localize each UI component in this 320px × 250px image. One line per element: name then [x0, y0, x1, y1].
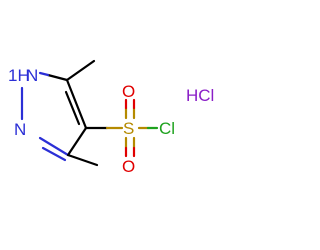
atom-n2: N: [14, 120, 26, 139]
bond-n1-c5-colored: [38, 71, 50, 77]
bond-c5-methyl: [65, 59, 96, 82]
molecule-structure: 1H N N S O O Cl HCl: [8, 59, 214, 176]
bond-c4-c3: [66, 126, 88, 157]
bond-c3-methyl: [66, 153, 99, 167]
atom-cl: Cl: [159, 119, 175, 138]
atom-n1: N: [26, 66, 38, 85]
atom-s: S: [123, 119, 134, 138]
bond-c3-n2: [38, 136, 70, 157]
bond-n1-c5: [46, 73, 69, 82]
bond-c3-n2-inner: [41, 146, 67, 162]
atom-o-top: O: [122, 82, 135, 101]
bond-c5-c4: [65, 78, 88, 130]
atom-o-bottom: O: [122, 157, 135, 176]
atom-nh-prefix: 1H: [8, 66, 30, 85]
salt-hcl: HCl: [186, 86, 214, 105]
bond-c5-c4-inner: [64, 90, 81, 126]
